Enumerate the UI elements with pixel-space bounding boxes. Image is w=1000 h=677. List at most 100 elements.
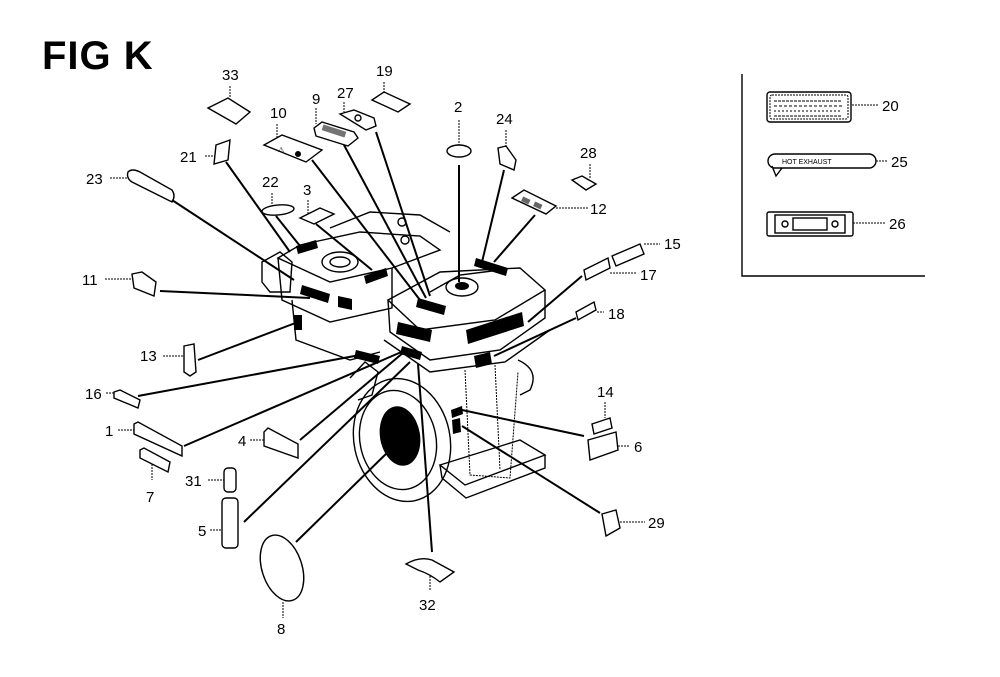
fuel-cap-center xyxy=(455,282,469,290)
decal-pad-9 xyxy=(416,298,446,315)
decal-2 xyxy=(446,144,472,158)
decal-pad-12 xyxy=(474,258,508,276)
decal-28 xyxy=(570,175,598,191)
leader-lines xyxy=(137,131,601,553)
decal-9 xyxy=(313,121,359,147)
callout-13: 13 xyxy=(140,348,157,365)
callout-32: 32 xyxy=(419,597,436,614)
decal-24 xyxy=(497,145,517,171)
decal-pad-22 xyxy=(296,240,318,254)
callout-12: 12 xyxy=(590,201,607,218)
leader-32 xyxy=(417,363,433,553)
recoil-hub xyxy=(379,406,421,466)
decal-12-print xyxy=(521,196,531,205)
leader-8 xyxy=(295,449,391,543)
callout-25: 25 xyxy=(891,154,908,171)
callout-23: 23 xyxy=(86,171,103,188)
decal-31 xyxy=(223,467,237,493)
leader-6 xyxy=(461,409,585,437)
decal-26-mark xyxy=(781,220,789,228)
front-tank-side xyxy=(387,290,546,361)
callout-15: 15 xyxy=(664,236,681,253)
leader-18 xyxy=(493,317,577,357)
callout-11: 11 xyxy=(82,272,98,289)
decal-32 xyxy=(404,557,456,583)
decal-19 xyxy=(370,91,412,113)
decal-10-glyph: ⚠ xyxy=(278,146,284,154)
decal-15 xyxy=(611,243,645,267)
decal-pad-11b xyxy=(338,296,352,310)
inset-decal-20-inner xyxy=(769,94,849,120)
decal-18 xyxy=(575,300,597,322)
decal-21 xyxy=(213,138,231,165)
bolt xyxy=(400,235,410,245)
inset-decal-26-window xyxy=(792,217,828,231)
recoil-housing xyxy=(352,377,452,503)
callout-31: 31 xyxy=(185,473,202,490)
engine-base-side xyxy=(439,455,546,499)
callout-10: 10 xyxy=(270,105,287,122)
leader-9 xyxy=(343,144,427,299)
callout-5: 5 xyxy=(198,523,206,540)
starter-handle xyxy=(349,361,379,401)
callout-3: 3 xyxy=(303,182,311,199)
decal-pad-3 xyxy=(364,268,388,284)
decal-16 xyxy=(113,389,141,409)
leader-12 xyxy=(493,214,536,263)
callout-27: 27 xyxy=(337,85,354,102)
decal-12 xyxy=(510,189,558,215)
inset-decal-26 xyxy=(766,211,854,237)
rear-block xyxy=(291,299,381,361)
leader-16 xyxy=(137,354,361,397)
decal-shapes: ⚠ xyxy=(105,82,660,618)
callout-1: 1 xyxy=(105,423,113,440)
rear-shroud xyxy=(329,211,451,233)
decal-pad-16 xyxy=(354,350,380,364)
callout-18: 18 xyxy=(608,306,625,323)
inset-border xyxy=(741,74,925,277)
decal-25-tab xyxy=(771,165,783,178)
decal-13 xyxy=(183,343,197,377)
inset-decal-26-inner xyxy=(774,214,846,234)
leader-13 xyxy=(197,321,299,361)
front-fuel-cap xyxy=(445,277,479,297)
leader-22 xyxy=(275,215,301,247)
side-boss xyxy=(517,359,534,396)
callout-19: 19 xyxy=(376,63,393,80)
leader-21 xyxy=(225,161,291,253)
decal-27-mark xyxy=(354,114,362,122)
callout-29: 29 xyxy=(648,515,665,532)
leader-23 xyxy=(171,199,295,281)
callout-24: 24 xyxy=(496,111,513,128)
decal-11 xyxy=(131,271,157,297)
callout-labels: 33 10 9 27 19 2 24 28 21 23 22 3 12 15 1… xyxy=(82,63,681,638)
leader-1 xyxy=(183,349,407,447)
callout-8: 8 xyxy=(277,621,285,638)
engine-base xyxy=(438,439,547,486)
callout-7: 7 xyxy=(146,489,154,506)
decal-pad-6 xyxy=(451,406,463,418)
figure-title: FIG K xyxy=(42,34,154,78)
decal-25-text: HOT EXHAUST xyxy=(782,159,832,166)
callout-16: 16 xyxy=(85,386,102,403)
rear-fuel-cap-inner xyxy=(329,256,351,268)
decal-23 xyxy=(126,169,175,203)
callout-14: 14 xyxy=(597,384,614,401)
callout-17: 17 xyxy=(640,267,657,284)
leader-3 xyxy=(315,223,373,271)
callout-20: 20 xyxy=(882,98,899,115)
leader-11 xyxy=(159,290,311,299)
callout-6: 6 xyxy=(634,439,642,456)
inset-decal-20 xyxy=(766,91,852,123)
leader-27 xyxy=(375,131,431,297)
decal-1 xyxy=(133,421,183,458)
inset-panel: 20 HOT EXHAUST 25 26 xyxy=(741,74,925,277)
callout-22: 22 xyxy=(262,174,279,191)
decal-pad-11 xyxy=(300,285,330,303)
decal-12-print xyxy=(533,201,543,210)
decal-5 xyxy=(221,497,239,549)
callout-26: 26 xyxy=(889,216,906,233)
leader-10 xyxy=(311,159,421,301)
decal-29 xyxy=(601,509,621,538)
